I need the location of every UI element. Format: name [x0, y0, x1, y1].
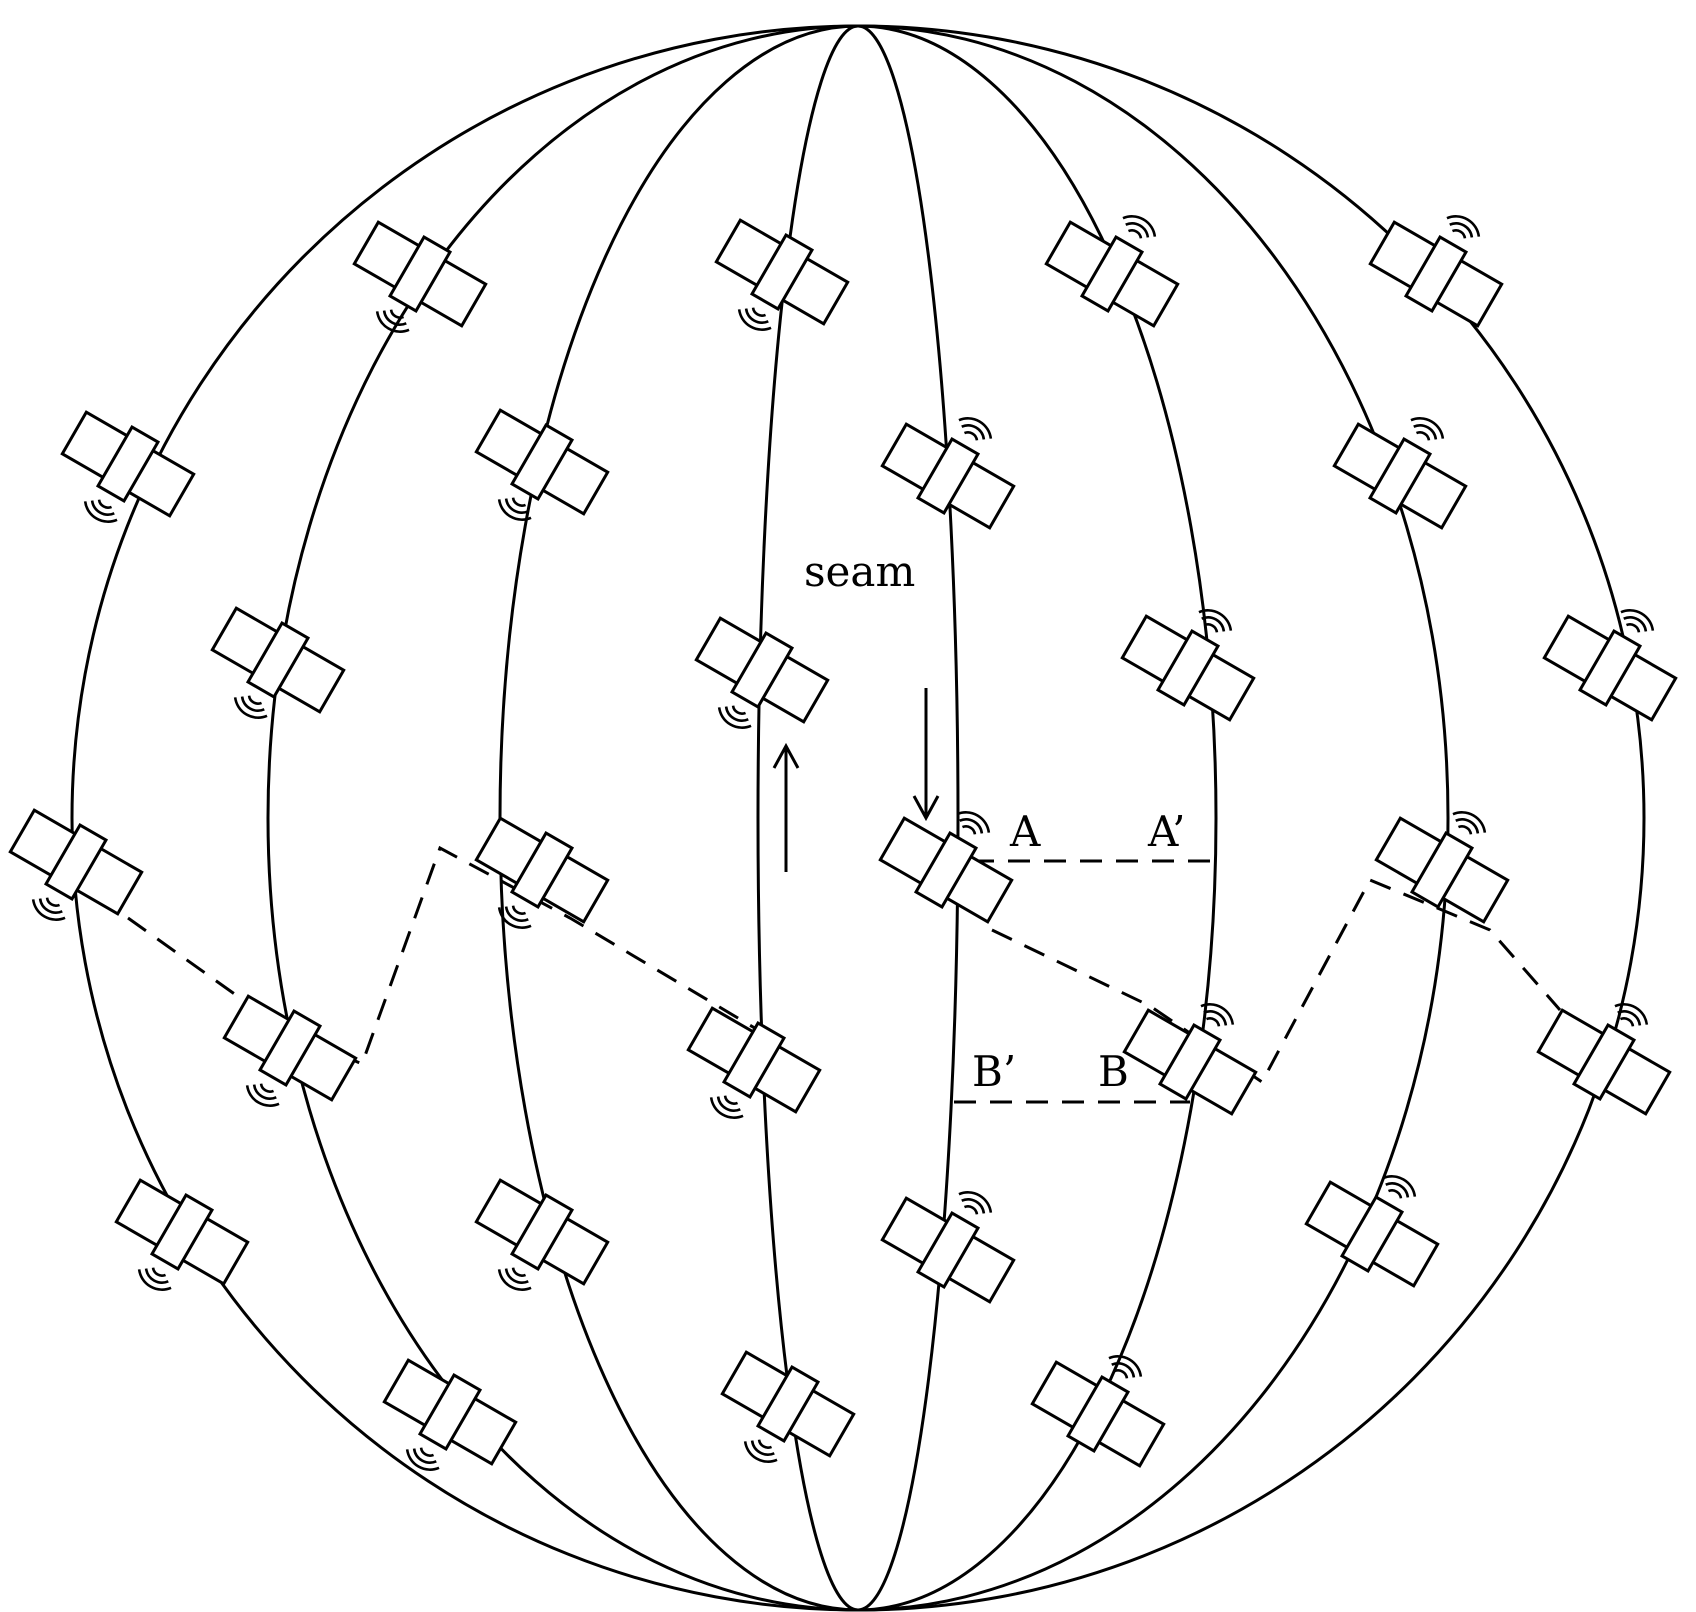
satellite-icon — [1030, 1355, 1166, 1468]
signal-waves-icon — [31, 897, 66, 921]
signal-waves-icon — [137, 1267, 172, 1291]
signal-waves-icon — [233, 695, 268, 719]
satellite-icon — [1374, 811, 1510, 924]
label-b-prime: B’ — [972, 1047, 1016, 1096]
signal-waves-icon — [1108, 1355, 1143, 1379]
satellite-icon — [1536, 1003, 1672, 1116]
satellite-icon — [686, 1006, 822, 1119]
signal-waves-icon — [958, 1191, 993, 1215]
satellite-icon — [720, 1350, 856, 1463]
seam-label: seam — [804, 547, 915, 596]
arrow-up-icon — [772, 742, 800, 872]
satellite-icon — [382, 1358, 518, 1471]
satellites — [8, 215, 1678, 1471]
satellite-icon — [222, 994, 358, 1107]
link-zigzag-left — [127, 845, 759, 1067]
signal-waves-icon — [717, 705, 752, 729]
seam-orbit-plane — [756, 24, 960, 1612]
signal-waves-icon — [497, 1267, 532, 1291]
satellite-icon — [880, 417, 1016, 530]
label-a-prime: A’ — [1147, 807, 1186, 856]
satellite-icon — [474, 408, 610, 521]
signal-waves-icon — [743, 1439, 778, 1463]
signal-waves-icon — [1198, 609, 1233, 633]
signal-waves-icon — [375, 309, 410, 333]
signal-waves-icon — [1620, 609, 1655, 633]
satellite-icon — [1304, 1175, 1440, 1288]
signal-waves-icon — [245, 1083, 280, 1107]
link-seam-right — [991, 878, 1562, 1085]
orbital-planes — [266, 24, 1450, 1612]
satellite-icon — [1542, 609, 1678, 722]
signal-waves-icon — [1122, 215, 1157, 239]
signal-waves-icon — [497, 905, 532, 929]
label-b: B — [1098, 1047, 1129, 1096]
satellite-icon — [474, 816, 610, 929]
satellite-icon — [878, 811, 1014, 924]
signal-waves-icon — [958, 417, 993, 441]
satellite-icon — [1368, 215, 1504, 328]
arrow-down-icon — [912, 688, 940, 822]
satellite-icon — [114, 1178, 250, 1291]
signal-waves-icon — [956, 811, 991, 835]
satellite-icon — [1332, 417, 1468, 530]
satellite-icon — [60, 410, 196, 523]
satellite-icon — [1120, 609, 1256, 722]
signal-waves-icon — [1614, 1003, 1649, 1027]
satellite-icon — [1122, 1003, 1258, 1116]
signal-waves-icon — [709, 1095, 744, 1119]
satellite-icon — [8, 808, 144, 921]
signal-waves-icon — [1200, 1003, 1235, 1027]
satellite-icon — [474, 1178, 610, 1291]
satellite-icon — [694, 616, 830, 729]
direction-arrows — [772, 688, 940, 872]
satellite-icon — [880, 1191, 1016, 1304]
signal-waves-icon — [1410, 417, 1445, 441]
label-a: A — [1009, 807, 1041, 856]
signal-waves-icon — [1452, 811, 1487, 835]
signal-waves-icon — [1382, 1175, 1417, 1199]
satellite-icon — [1044, 215, 1180, 328]
signal-waves-icon — [737, 307, 772, 331]
satellite-icon — [714, 218, 850, 331]
signal-waves-icon — [405, 1447, 440, 1471]
satellite-icon — [210, 606, 346, 719]
signal-waves-icon — [83, 499, 118, 523]
signal-waves-icon — [1446, 215, 1481, 239]
signal-waves-icon — [497, 497, 532, 521]
satellite-icon — [352, 220, 488, 333]
